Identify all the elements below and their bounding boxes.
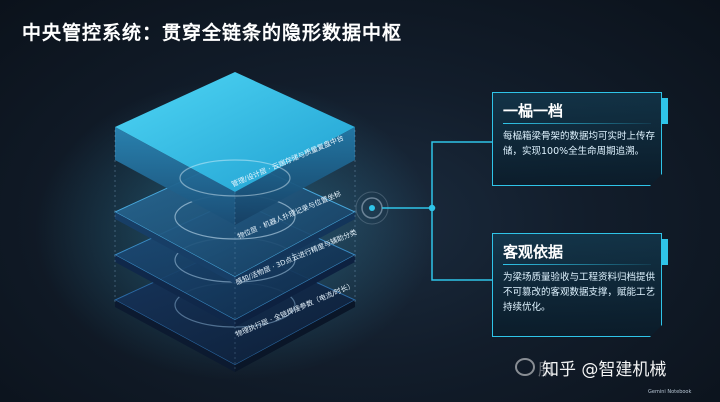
card-two-side-tab <box>662 239 668 265</box>
gemini-notebook-badge: Gemini Notebook <box>648 389 692 395</box>
wechat-icon <box>515 358 535 376</box>
watermark-text: 知乎 @智建机械 <box>542 360 667 380</box>
card-two-objective-basis: 客观依据 为梁场质量验收与工程资料归档提供不可篡改的客观数据支撑，赋能工艺持续优… <box>492 233 662 337</box>
connector-lines <box>382 141 492 281</box>
slide-title: 中央管控系统：贯穿全链条的隐形数据中枢 <box>22 22 403 44</box>
layer-1-top-block <box>115 72 355 225</box>
card-one-truss-one-file: 一榀一档 每榀箱梁骨架的数据均可实时上传存储，实现100%全生命周期追溯。 <box>492 92 662 186</box>
watermark-ghost-text: 肌 <box>538 360 555 379</box>
card-one-body: 每榀箱梁骨架的数据均可实时上传存储，实现100%全生命周期追溯。 <box>503 131 656 157</box>
card-one-side-tab <box>662 98 668 124</box>
card-two-body: 为梁场质量验收与工程资料归档提供不可篡改的客观数据支撑，赋能工艺持续优化。 <box>503 272 656 313</box>
card-one-divider <box>503 123 651 124</box>
card-one-title: 一榀一档 <box>503 102 564 120</box>
card-two-title: 客观依据 <box>503 243 564 261</box>
card-two-divider <box>503 264 651 265</box>
